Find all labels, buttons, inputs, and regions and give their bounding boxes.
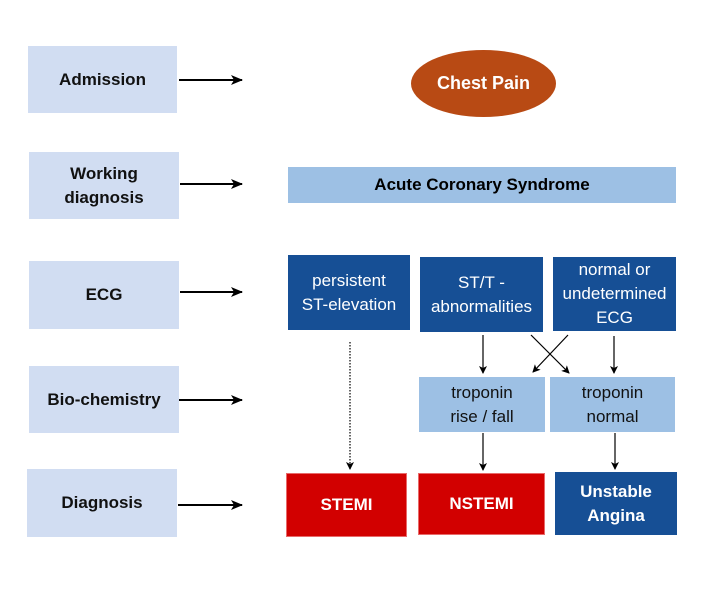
diagnosis-stemi-label: STEMI <box>320 495 373 514</box>
chest-pain-label: Chest Pain <box>436 73 531 93</box>
stage-admission-label: Admission <box>59 69 146 89</box>
stage-admission: Admission <box>28 46 177 113</box>
ecg-persistent-st-elevation-label: persistent ST-elevation <box>301 270 397 314</box>
stage-working-diagnosis: Working diagnosis <box>29 152 179 219</box>
diagnosis-stemi: STEMI <box>286 473 407 537</box>
ecg-persistent-st-elevation: persistent ST-elevation <box>288 255 410 330</box>
diagnosis-unstable-angina-label: Unstable Angina <box>580 481 652 525</box>
arrow-normal-ecg-to-troponin-rise <box>532 334 569 373</box>
stage-ecg: ECG <box>29 261 179 329</box>
ecg-normal-undetermined-label: normal or undetermined ECG <box>562 260 667 327</box>
ecg-normal-undetermined: normal or undetermined ECG <box>553 257 676 331</box>
troponin-normal: troponin normal <box>550 377 675 432</box>
diagnosis-nstemi-label: NSTEMI <box>449 494 514 513</box>
troponin-rise-fall-label: troponin rise / fall <box>450 382 514 426</box>
stage-working-diagnosis-label: Working diagnosis <box>64 163 144 207</box>
diagnosis-nstemi: NSTEMI <box>418 473 545 535</box>
chest-pain-node: Chest Pain <box>411 50 556 117</box>
stage-diagnosis: Diagnosis <box>27 469 177 537</box>
acs-node: Acute Coronary Syndrome <box>288 167 676 203</box>
stage-biochemistry: Bio-chemistry <box>29 366 179 433</box>
troponin-normal-label: troponin normal <box>581 382 644 426</box>
ecg-st-t-abnormalities: ST/T - abnormalities <box>420 257 543 332</box>
ecg-st-t-abnormalities-label: ST/T - abnormalities <box>430 272 533 316</box>
stage-diagnosis-label: Diagnosis <box>61 493 143 512</box>
troponin-rise-fall: troponin rise / fall <box>419 377 545 432</box>
stage-biochemistry-label: Bio-chemistry <box>47 389 161 409</box>
diagnosis-unstable-angina: Unstable Angina <box>555 472 677 535</box>
acs-label: Acute Coronary Syndrome <box>374 175 590 194</box>
stage-ecg-label: ECG <box>85 285 123 304</box>
